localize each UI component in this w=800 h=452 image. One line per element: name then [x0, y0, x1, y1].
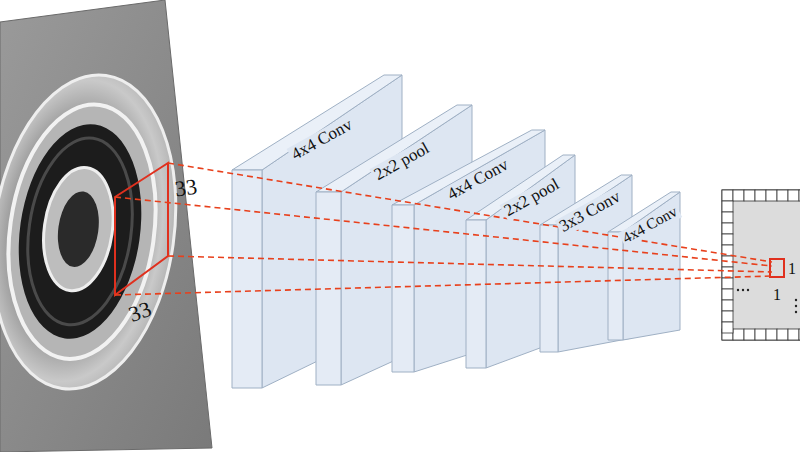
grid-cell [755, 329, 766, 340]
grid-cell [722, 212, 733, 223]
seal-bore [53, 189, 103, 270]
projection-line [115, 197, 772, 266]
grid-cell [722, 267, 733, 278]
grid-cell [744, 190, 755, 201]
seal-inner-ring [36, 163, 121, 295]
grid-cell [722, 190, 733, 201]
dimension-label: 33 [126, 298, 154, 326]
output-cell [770, 259, 784, 277]
ellipsis-dot [795, 311, 797, 313]
output-grid [722, 190, 800, 340]
ellipsis-dot [737, 289, 739, 291]
grid-cell [788, 329, 799, 340]
grid-cell [766, 190, 777, 201]
grid-cell [722, 234, 733, 245]
grid-cell [799, 190, 800, 201]
grid-cell [722, 322, 733, 333]
slab-front [466, 220, 486, 368]
grid-cell [722, 223, 733, 234]
grid-cell [788, 190, 799, 201]
ellipsis-dot [742, 289, 744, 291]
grid-cell [766, 329, 777, 340]
seal-flange [0, 63, 195, 401]
grid-cell [744, 329, 755, 340]
grid-cell [722, 300, 733, 311]
projection-line [115, 276, 772, 295]
ellipsis-dot [747, 289, 749, 291]
grid-cell [733, 329, 744, 340]
dimension-label: 1 [788, 261, 796, 277]
slab-front [540, 225, 558, 352]
photo-panel [0, 0, 212, 452]
projection-line [168, 256, 772, 272]
grid-cell [733, 190, 744, 201]
output-map [722, 190, 800, 340]
slab-front [392, 205, 414, 372]
slab-front [608, 232, 623, 340]
receptive-field-box [115, 163, 168, 295]
grid-cell [722, 201, 733, 212]
seal-groove [6, 116, 155, 347]
seal-lip [16, 131, 143, 331]
grid-cell [799, 329, 800, 340]
slab-front [232, 170, 262, 388]
layer-slab: 4x4 Conv [608, 192, 680, 340]
ellipsis-dot [795, 305, 797, 307]
grid-cell [722, 311, 733, 322]
grid-cell [722, 289, 733, 300]
dimension-label: 33 [174, 176, 199, 201]
grid-cell [777, 329, 788, 340]
seal-rim [0, 95, 171, 369]
grid-cell [777, 190, 788, 201]
ellipsis-dot [795, 299, 797, 301]
grid-cell [722, 278, 733, 289]
dimension-label: 1 [773, 287, 781, 303]
grid-cell [755, 190, 766, 201]
